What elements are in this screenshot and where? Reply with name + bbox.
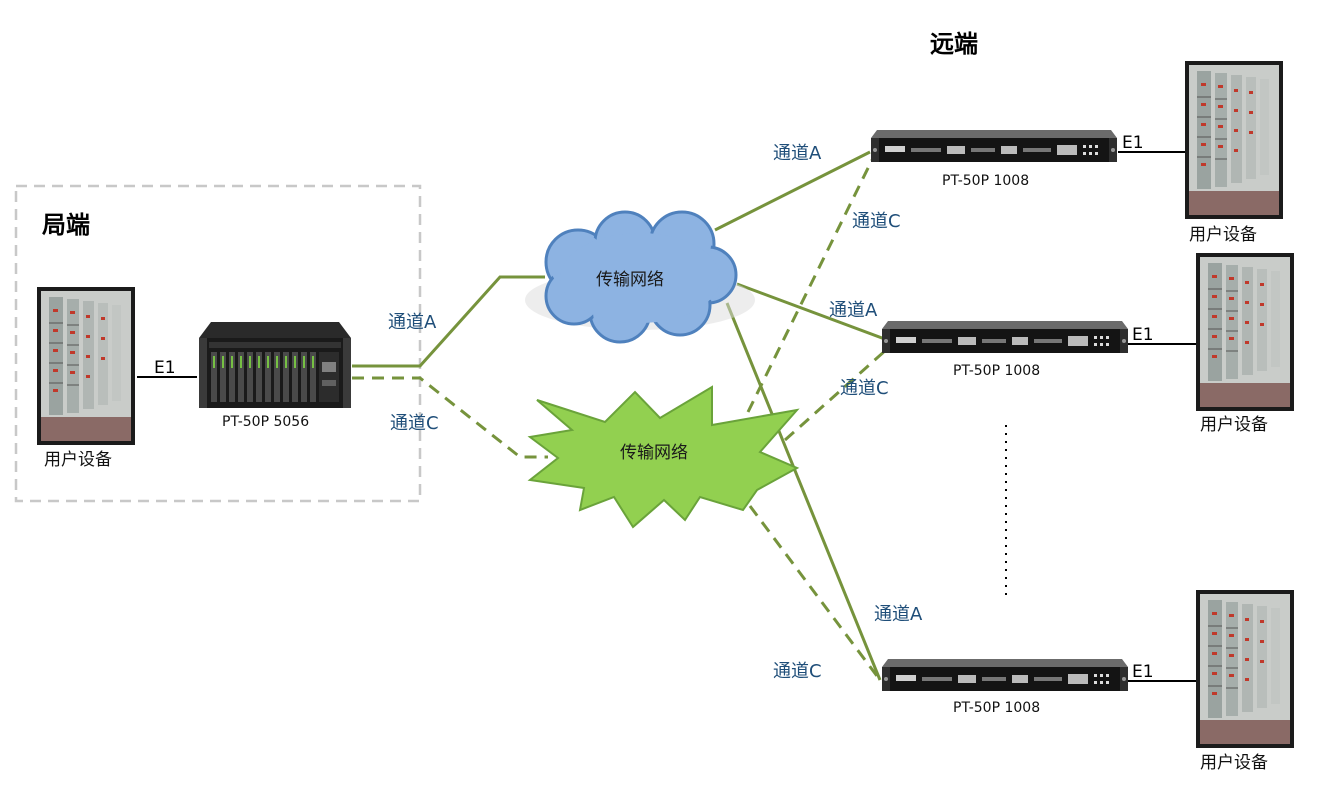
local-channel-c-label: 通道C — [390, 413, 439, 434]
remote-2-user-equipment — [1195, 252, 1295, 412]
remote-2-e1-label: E1 — [1132, 325, 1154, 345]
remote-device-3 — [882, 659, 1128, 691]
burst-network-label: 传输网络 — [620, 443, 688, 463]
remote-1-channel-a-label: 通道A — [773, 143, 822, 164]
remote-device-1-label: PT-50P 1008 — [942, 173, 1029, 189]
remote-3-channel-a-label: 通道A — [874, 604, 923, 625]
remote-device-2 — [882, 321, 1128, 353]
local-device-pt50p5056 — [199, 322, 351, 408]
local-site-box — [14, 184, 422, 503]
channel-c-links — [352, 159, 887, 681]
remote-1-user-equipment — [1184, 60, 1284, 220]
remote-1-channel-c-label: 通道C — [852, 211, 901, 232]
local-e1-label: E1 — [154, 358, 176, 378]
remote-2-user-label: 用户设备 — [1200, 415, 1268, 435]
remote-3-e1-label: E1 — [1132, 662, 1154, 682]
remote-device-2-label: PT-50P 1008 — [953, 363, 1040, 379]
remote-2-channel-a-label: 通道A — [829, 300, 878, 321]
remote-2-channel-c-label: 通道C — [840, 378, 889, 399]
remote-device-1 — [871, 130, 1117, 162]
remote-site-label: 远端 — [930, 30, 978, 58]
remote-1-e1-label: E1 — [1122, 133, 1144, 153]
local-channel-a-label: 通道A — [388, 312, 437, 333]
remote-3-user-equipment — [1195, 589, 1295, 749]
cloud-network-label: 传输网络 — [596, 270, 664, 290]
local-user-label: 用户设备 — [44, 450, 112, 470]
remote-device-3-label: PT-50P 1008 — [953, 700, 1040, 716]
channel-a-links — [352, 150, 891, 681]
transmission-network-cloud: 传输网络 — [525, 210, 755, 344]
local-site-label: 局端 — [42, 211, 90, 239]
local-device-label: PT-50P 5056 — [222, 414, 309, 430]
remote-3-user-label: 用户设备 — [1200, 753, 1268, 773]
transmission-network-burst: 传输网络 — [527, 385, 800, 529]
local-user-equipment — [36, 286, 136, 446]
remote-1-user-label: 用户设备 — [1189, 225, 1257, 245]
remote-3-channel-c-label: 通道C — [773, 661, 822, 682]
